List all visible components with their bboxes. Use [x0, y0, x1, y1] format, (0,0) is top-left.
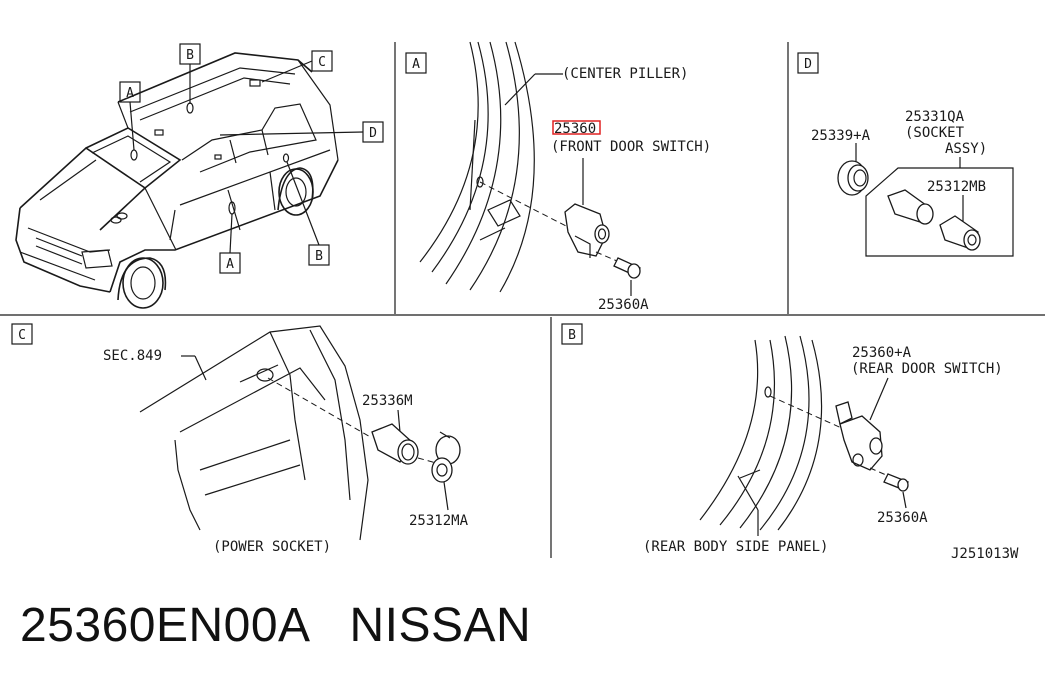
- panel-a: A (CENTER PILLER) 25360 (FRONT DOOR SWIT…: [405, 41, 711, 313]
- part1-label: 25336M: [362, 393, 413, 409]
- panel-b: B 25360+A (REAR DOOR SWITCH) 25360A: [561, 323, 1019, 562]
- part-name-label: (FRONT DOOR SWITCH): [551, 139, 711, 155]
- assy-label-line2: (SOCKET: [905, 125, 965, 141]
- center-pillar-illustration: [419, 41, 535, 293]
- rear-switch-label-line1: 25360+A: [852, 345, 912, 361]
- power-socket-caption: (POWER SOCKET): [213, 539, 331, 555]
- assy-label-line3: ASSY): [945, 141, 987, 157]
- callout-label: C: [318, 55, 326, 70]
- part2-label: 25312MA: [409, 513, 469, 529]
- panel-d-letter: D: [804, 57, 812, 72]
- callout-a-top: A: [119, 81, 141, 151]
- rear-door-switch-part: [835, 401, 883, 471]
- trim-panel-illustration: [139, 325, 369, 541]
- callout-b-bottom: B: [286, 161, 330, 266]
- callout-label: A: [226, 257, 234, 272]
- callout-label: B: [315, 249, 323, 264]
- sec-label: SEC.849: [103, 348, 162, 364]
- center-pillar-label: (CENTER PILLER): [562, 66, 688, 82]
- part-number-label: 25360: [554, 121, 596, 137]
- callout-a-bottom: A: [219, 213, 241, 274]
- part1-label: 25339+A: [811, 128, 871, 144]
- front-door-switch-part: [564, 203, 625, 265]
- vehicle-illustration: [15, 52, 339, 309]
- callout-d: D: [219, 121, 384, 143]
- socket-retainer-part: [431, 431, 461, 483]
- vehicle-overview: B C A D A B: [15, 43, 384, 309]
- socket-plug-part: [939, 215, 981, 251]
- callout-b-top: B: [179, 43, 201, 104]
- footer-title: 25360EN00A NISSAN: [20, 598, 531, 653]
- rear-screw-label: 25360A: [877, 510, 928, 526]
- assy-label-line1: 25331QA: [905, 109, 965, 125]
- callout-label: A: [126, 86, 134, 101]
- footer-brand: NISSAN: [349, 599, 532, 652]
- rear-panel-caption: (REAR BODY SIDE PANEL): [643, 539, 828, 555]
- rear-panel-illustration: [699, 335, 823, 531]
- panel-c: C SEC.849 25336M: [11, 323, 469, 555]
- part-number-highlight: [552, 120, 601, 135]
- panel-c-letter: C: [18, 328, 26, 343]
- callout-label: D: [369, 126, 377, 141]
- screw-part: [613, 257, 641, 279]
- diagram-ref-code: J251013W: [951, 546, 1019, 562]
- panel-d: D 25339+A 25331QA (SOCKET ASSY) 25312MB: [797, 52, 1014, 257]
- part2-label: 25312MB: [927, 179, 986, 195]
- rear-screw-part: [883, 473, 909, 492]
- socket-body-part: [887, 189, 934, 225]
- rear-switch-label-line2: (REAR DOOR SWITCH): [851, 361, 1003, 377]
- panel-b-letter: B: [568, 328, 576, 343]
- panel-a-letter: A: [412, 57, 420, 72]
- socket-ring-part: [837, 160, 869, 196]
- footer-part-number: 25360EN00A: [20, 599, 308, 652]
- screw-label: 25360A: [598, 297, 649, 313]
- power-socket-part: [371, 423, 419, 465]
- callout-label: B: [186, 48, 194, 63]
- callout-c: C: [261, 50, 333, 83]
- panel-dividers: [0, 42, 1045, 558]
